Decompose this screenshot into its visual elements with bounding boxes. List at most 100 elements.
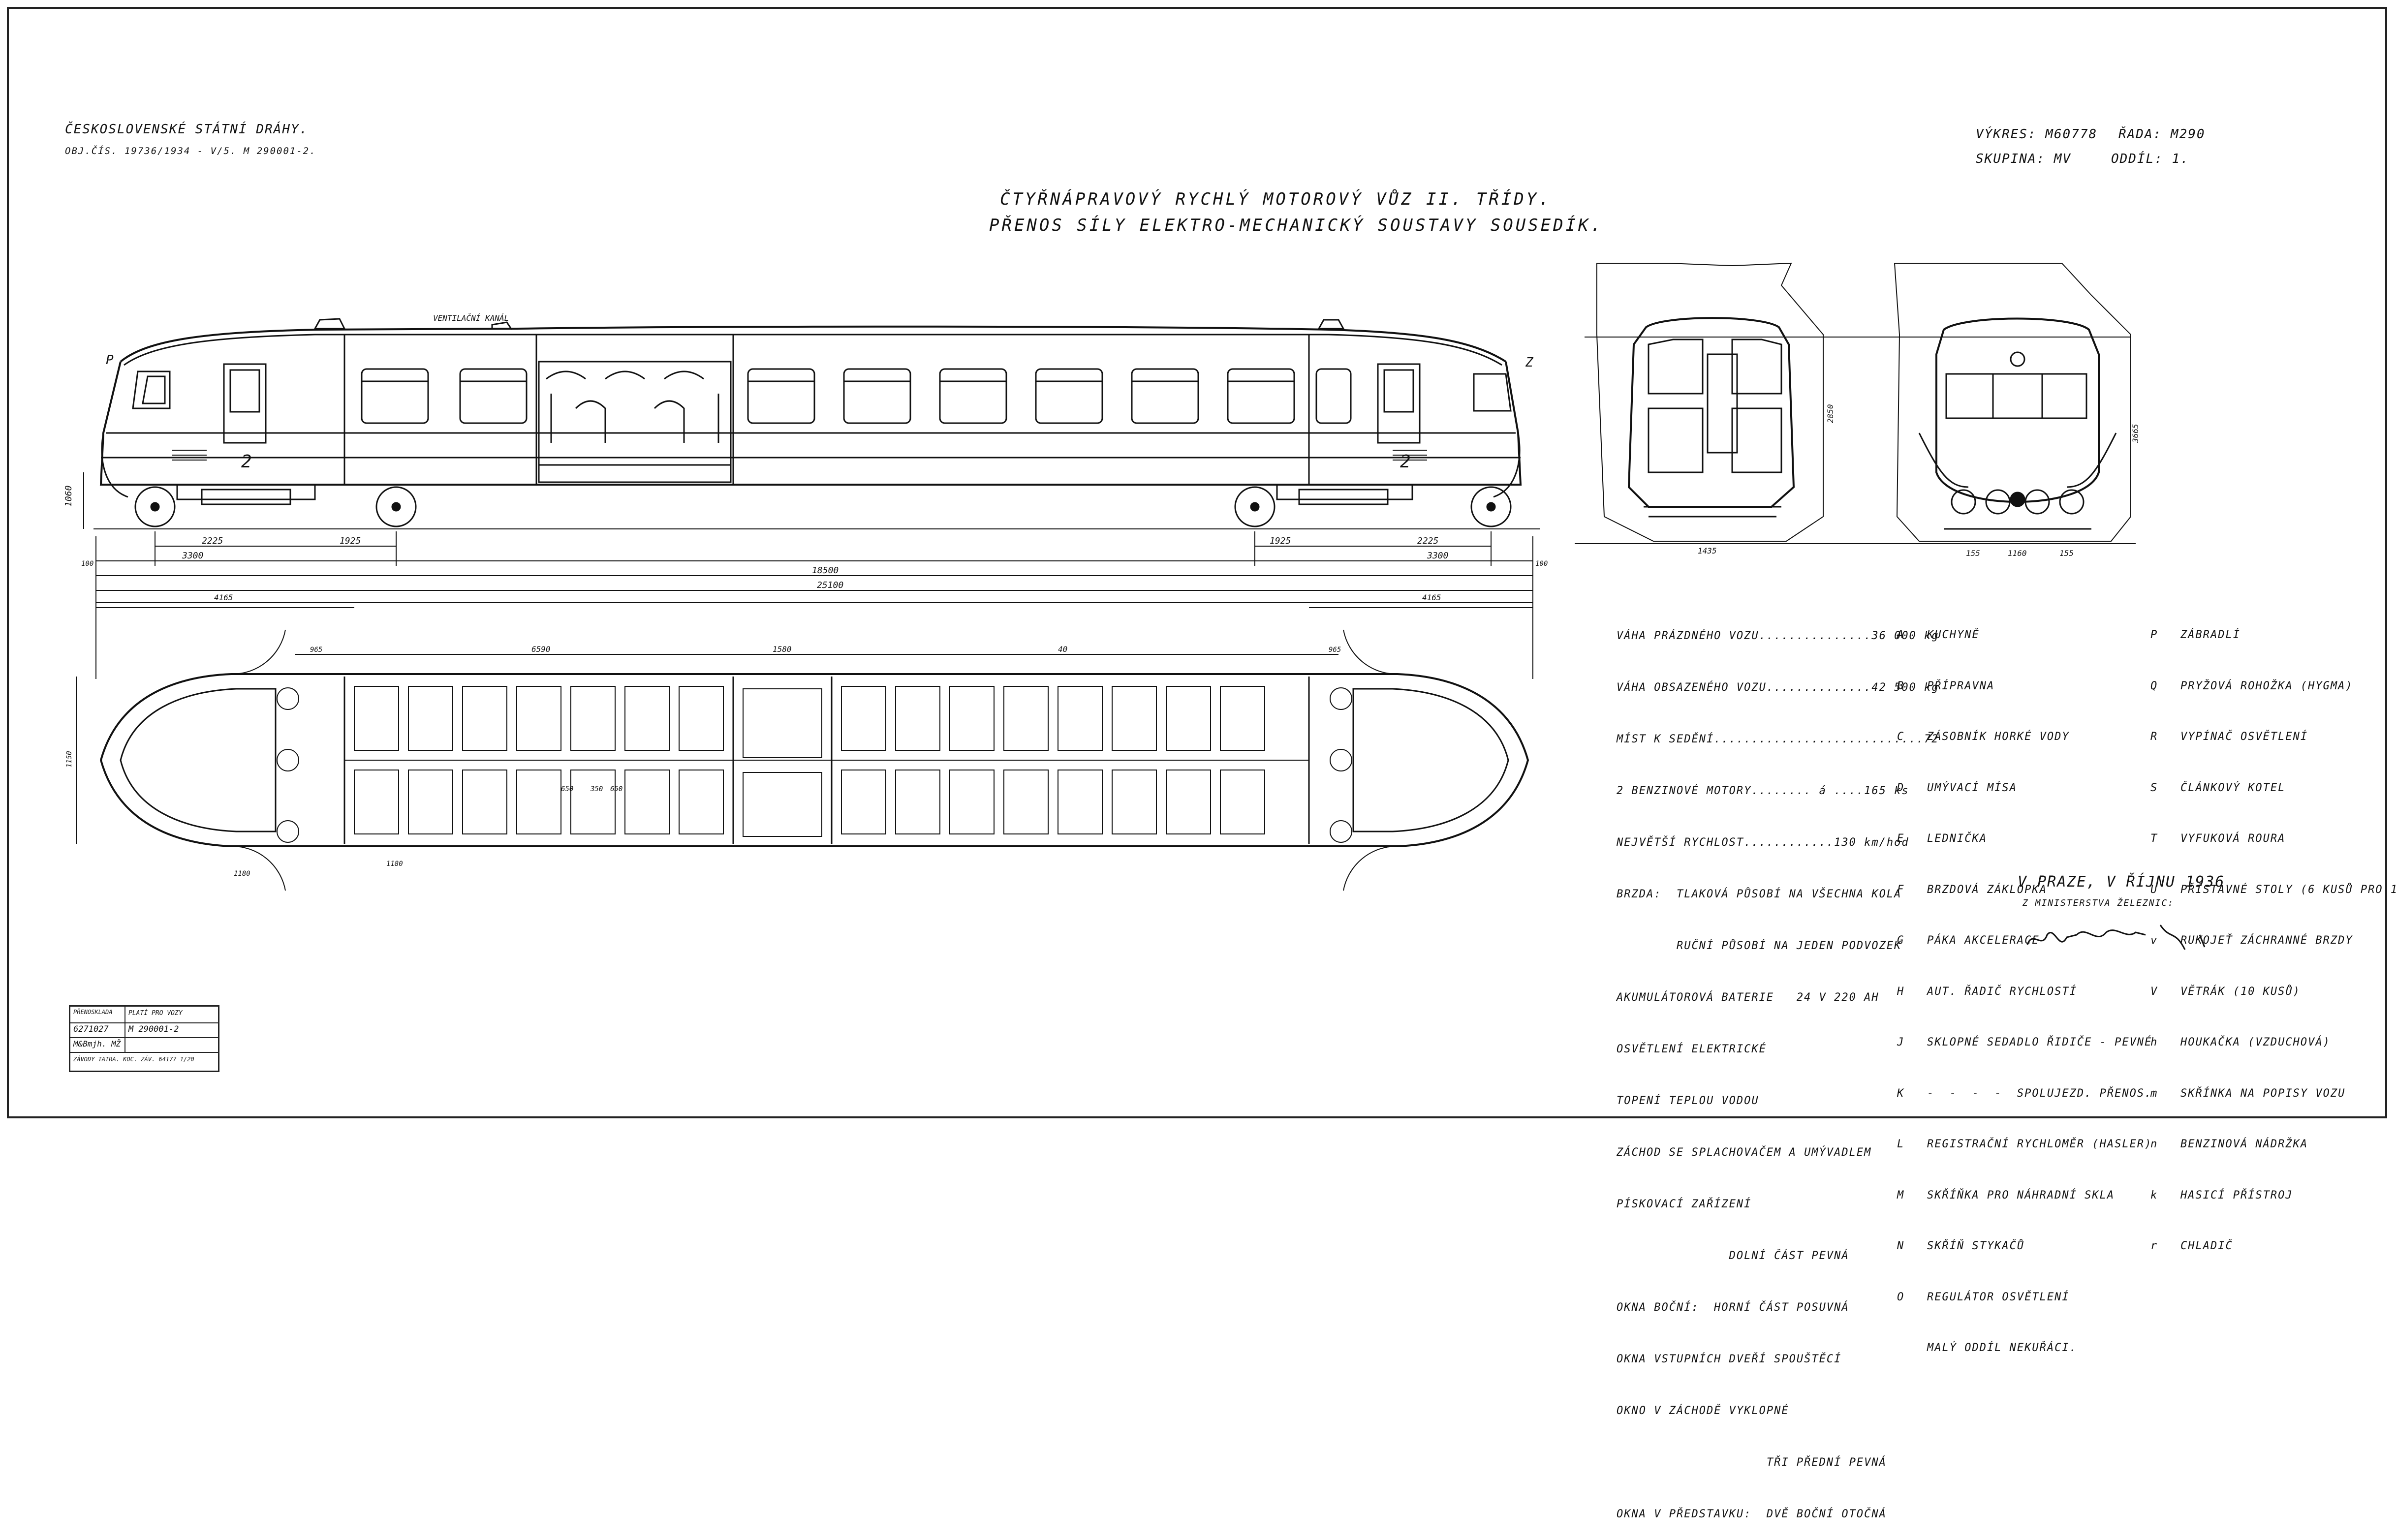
legend-item: U PŘÍSTAVNÉ STOLY (6 KUSŮ PRO 1 VŮZ): [2150, 883, 2396, 896]
plan-seat-650b: 650: [610, 785, 622, 793]
spec-line: MÍST K SEDĚNÍ...........................…: [1617, 733, 1939, 745]
legend-item: B PŘÍPRAVNA: [1897, 679, 1995, 692]
plan-dim-965-right: 965: [1329, 646, 1341, 654]
legend-col-1: A KUCHYNĚ B PŘÍPRAVNA C ZÁSOBNÍK HORKÉ V…: [1897, 593, 2152, 1374]
side-elevation: [93, 318, 1540, 529]
plan-dim-1180b: 1180: [234, 870, 250, 878]
end-p-label: P: [106, 353, 114, 368]
dim-2225-right: 2225: [1417, 536, 1438, 546]
plan-dim-6590: 6590: [531, 645, 551, 654]
spec-line: OKNA VSTUPNÍCH DVEŘÍ SPOUŠTĚCÍ: [1617, 1353, 1842, 1365]
dim-4165-right: 4165: [1422, 593, 1441, 602]
plan-seat-650: 650: [561, 785, 573, 793]
dim-1925-left: 1925: [340, 536, 361, 546]
legend-col-2: P ZÁBRADLÍ Q PRYŽOVÁ ROHOŽKA (HYGMA) R V…: [2150, 593, 2396, 1272]
legend-item: n BENZINOVÁ NÁDRŽKA: [2150, 1138, 2308, 1150]
end-right-bottom-2: 1160: [2008, 549, 2027, 558]
legend-item: MALÝ ODDÍL NEKUŘÁCI.: [1897, 1342, 2077, 1354]
end-z-label: Z: [1525, 355, 1534, 370]
plan-dimensions: [76, 605, 1533, 844]
dim-4165-left: 4165: [214, 593, 233, 602]
legend-item: D UMÝVACÍ MÍSA: [1897, 781, 2017, 794]
legend-item: E LEDNIČKA: [1897, 832, 1987, 845]
plan-dim-1580: 1580: [773, 645, 792, 654]
approval-place-date: V PRAZE, V ŘÍJNU 1936: [2018, 873, 2225, 891]
legend-item: S ČLÁNKOVÝ KOTEL: [2150, 781, 2286, 794]
legend-item: M SKŘÍŇKA PRO NÁHRADNÍ SKLA: [1897, 1189, 2115, 1201]
railcar-drawing: P Z VENTILAČNÍ KANÁL 2 2 1060 2225 1925 …: [63, 262, 2206, 950]
legend-item: h HOUKAČKA (VZDUCHOVÁ): [2150, 1036, 2331, 1048]
dim-100-right: 100: [1535, 560, 1548, 568]
end-view-left: [1596, 262, 1824, 542]
drawing-number: VÝKRES: M60778: [1976, 127, 2098, 142]
end-left-width: 1435: [1698, 546, 1717, 555]
spec-line: 2 BENZINOVÉ MOTORY........ á ....165 ks: [1617, 785, 1909, 797]
spec-line: TOPENÍ TEPLOU VODOU: [1617, 1095, 1759, 1107]
drawing-title-line2: PŘENOS SÍLY ELEKTRO-MECHANICKÝ SOUSTAVY …: [989, 216, 1604, 235]
legend-item: C ZÁSOBNÍK HORKÉ VODY: [1897, 731, 2070, 743]
dim-25100: 25100: [817, 580, 843, 590]
plan-dim-965-left: 965: [310, 646, 322, 654]
plan-view: [99, 629, 1529, 891]
dim-18500: 18500: [812, 565, 839, 576]
dim-3300-left: 3300: [182, 551, 203, 561]
end-left-height: 2850: [1826, 404, 1835, 423]
end-right-height: 3665: [2131, 424, 2140, 443]
spec-list: VÁHA PRÁZDNÉHO VOZU...............36 000…: [1617, 593, 1939, 1540]
spec-line: NEJVĚTŠÍ RYCHLOST............130 km/hod: [1617, 836, 1909, 849]
order-number: OBJ.ČÍS. 19736/1934 - V/5. M 290001-2.: [65, 146, 316, 156]
spec-line: OKNA V PŘEDSTAVKU: DVĚ BOČNÍ OTOČNÁ: [1617, 1508, 1887, 1520]
plan-dim-1180: 1180: [386, 860, 403, 868]
door-number-right: 2: [1400, 452, 1411, 472]
stamp-r3: M&Bmjh. MŽ: [73, 1039, 121, 1048]
legend-item: A KUCHYNĚ: [1897, 629, 1980, 641]
spec-line: TŘI PŘEDNÍ PEVNÁ: [1617, 1456, 1887, 1469]
legend-item: G PÁKA AKCELERACE: [1897, 934, 2040, 947]
stamp-r2c1: 6271027: [73, 1024, 109, 1034]
side-dimensions: [83, 472, 1533, 605]
railway-name: ČESKOSLOVENSKÉ STÁTNÍ DRÁHY.: [65, 122, 309, 137]
legend-item: T VYFUKOVÁ ROURA: [2150, 832, 2286, 845]
dim-1925-right: 1925: [1270, 536, 1291, 546]
stamp-r4: ZÁVODY TATRA. KOC. ZÁV. 64177 1/20: [73, 1056, 194, 1063]
legend-item: H AUT. ŘADIČ RYCHLOSTÍ: [1897, 985, 2077, 998]
spec-line: PÍSKOVACÍ ZAŘÍZENÍ: [1617, 1198, 1752, 1210]
drawing-frame: [7, 7, 2387, 1118]
end-right-bottom-3: 155: [2059, 549, 2074, 558]
spec-line: OKNO V ZÁCHODĚ VYKLOPNÉ: [1617, 1405, 1789, 1417]
spec-line: OKNA BOČNÍ: HORNÍ ČÁST POSUVNÁ: [1617, 1301, 1849, 1314]
legend-item: k HASICÍ PŘÍSTROJ: [2150, 1189, 2293, 1201]
plan-width: 1150: [65, 751, 73, 768]
legend-item: V VĚTRÁK (10 KUSŮ): [2150, 985, 2301, 998]
spec-line: ZÁCHOD SE SPLACHOVAČEM A UMÝVADLEM: [1617, 1146, 1872, 1159]
door-number-left: 2: [241, 452, 252, 472]
end-view-right: [1894, 263, 2131, 542]
spec-line: BRZDA: TLAKOVÁ PŮSOBÍ NA VŠECHNA KOLA: [1617, 888, 1902, 900]
spec-line: VÁHA PRÁZDNÉHO VOZU...............36 000…: [1617, 630, 1939, 642]
legend-item: m SKŘÍNKA NA POPISY VOZU: [2150, 1087, 2346, 1100]
dim-100-left: 100: [81, 560, 93, 568]
legend-item: P ZÁBRADLÍ: [2150, 629, 2240, 641]
spec-line: DOLNÍ ČÁST PEVNÁ: [1617, 1250, 1849, 1262]
legend-item: R VYPÍNAČ OSVĚTLENÍ: [2150, 731, 2308, 743]
stamp-r1c1: PŘENOSKLADA: [73, 1009, 113, 1016]
spec-line: RUČNÍ PŮSOBÍ NA JEDEN PODVOZEK: [1617, 940, 1902, 952]
legend-item: J SKLOPNÉ SEDADLO ŘIDIČE - PEVNÉ: [1897, 1036, 2152, 1048]
legend-item: L REGISTRAČNÍ RYCHLOMĚR (HASLER): [1897, 1138, 2152, 1150]
drawing-title-line1: ČTYŘNÁPRAVOVÝ RYCHLÝ MOTOROVÝ VŮZ II. TŘ…: [1000, 189, 1552, 209]
group-label: SKUPINA: MV: [1976, 152, 2072, 166]
dim-2225-left: 2225: [202, 536, 223, 546]
legend-item: v RUKOJEŤ ZÁCHRANNÉ BRZDY: [2150, 934, 2353, 947]
plan-dim-8240: 40: [1058, 645, 1067, 654]
series-number: ŘADA: M290: [2118, 127, 2206, 142]
stamp-box: PŘENOSKLADA PLATÍ PRO VOZY 6271027 M 290…: [69, 1005, 219, 1072]
stamp-r1c2: PLATÍ PRO VOZY: [128, 1010, 183, 1017]
end-right-bottom-1: 155: [1966, 549, 1980, 558]
spec-line: AKUMULÁTOROVÁ BATERIE 24 V 220 AH: [1617, 991, 1879, 1004]
legend-item: Q PRYŽOVÁ ROHOŽKA (HYGMA): [2150, 679, 2353, 692]
legend-item: O REGULÁTOR OSVĚTLENÍ: [1897, 1291, 2070, 1303]
dim-3300-right: 3300: [1427, 551, 1448, 561]
plan-seat-350: 350: [590, 785, 603, 793]
legend-item: F BRZDOVÁ ZÁKLOPKA: [1897, 883, 2047, 896]
legend-item: N SKŘÍŇ STYKAČŮ: [1897, 1240, 2025, 1252]
